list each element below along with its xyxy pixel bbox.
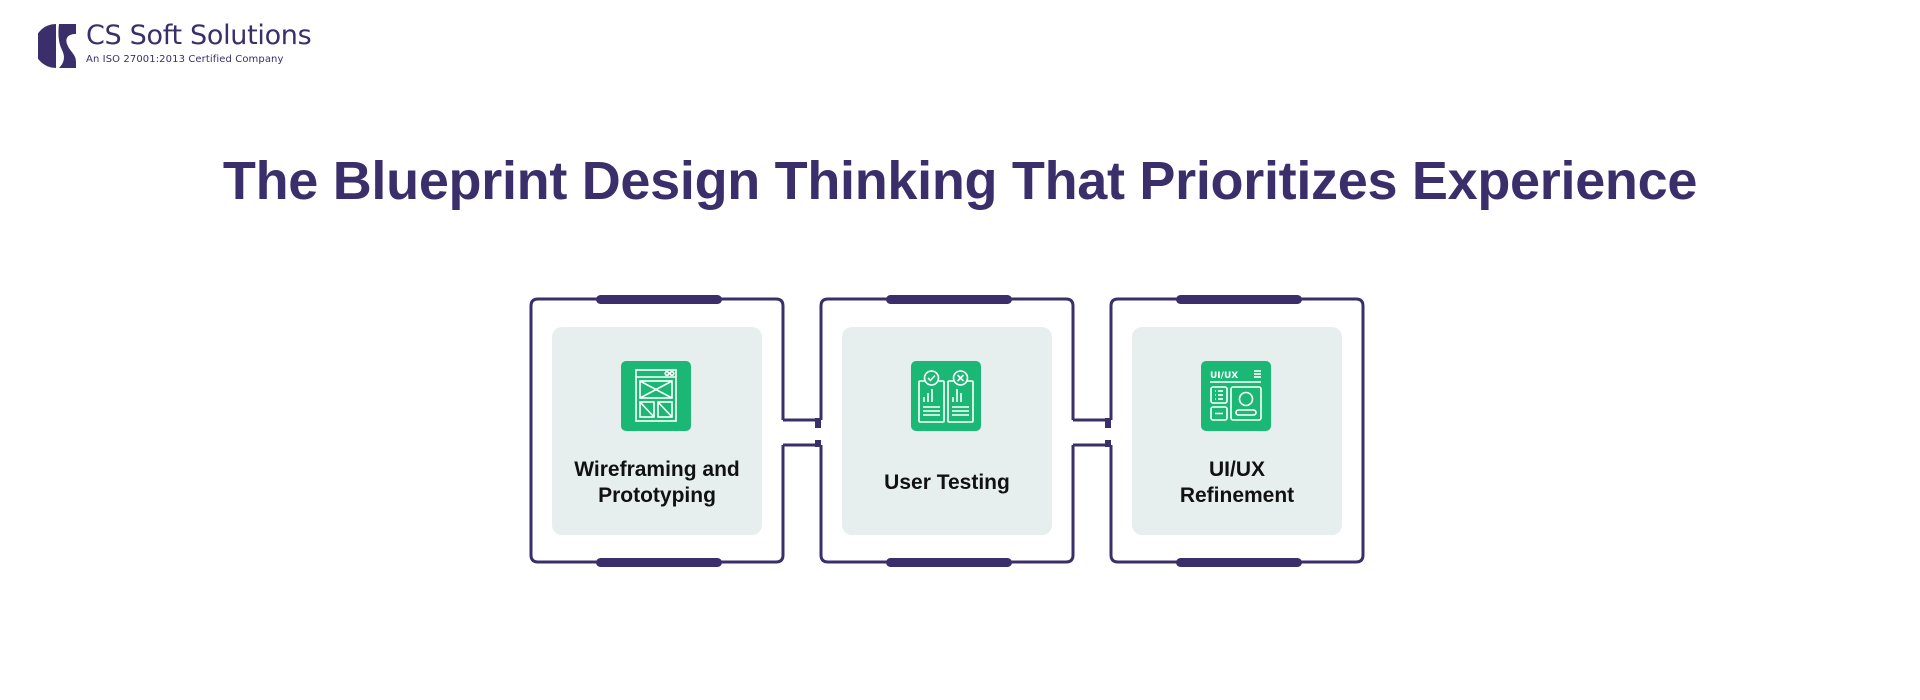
step-panel: UI/UX bbox=[1132, 327, 1342, 535]
page-title: The Blueprint Design Thinking That Prior… bbox=[222, 151, 1698, 211]
svg-text:UI/UX: UI/UX bbox=[1210, 371, 1238, 381]
wireframe-icon bbox=[635, 369, 677, 422]
step-card-wireframing[interactable]: Wireframing and Prototyping bbox=[529, 297, 786, 564]
step-icon-tile bbox=[621, 361, 691, 431]
step-icon-tile: UI/UX bbox=[1201, 361, 1271, 431]
step-label: User Testing bbox=[884, 471, 1010, 494]
company-logo[interactable]: CS Soft Solutions An ISO 27001:2013 Cert… bbox=[38, 20, 312, 72]
step-card-ui-ux-refinement[interactable]: UI/UX bbox=[1109, 297, 1366, 564]
step-panel: Wireframing and Prototyping bbox=[552, 327, 762, 535]
cs-logo-mark-icon bbox=[38, 24, 76, 68]
step-card-user-testing[interactable]: User Testing bbox=[819, 297, 1076, 564]
step-label: Wireframing and Prototyping bbox=[574, 458, 740, 507]
ui-ux-layout-icon: UI/UX bbox=[1210, 370, 1262, 421]
company-tagline: An ISO 27001:2013 Certified Company bbox=[86, 54, 284, 65]
step-label: UI/UX Refinement bbox=[1179, 458, 1295, 507]
step-panel: User Testing bbox=[842, 327, 1052, 535]
company-name: CS Soft Solutions bbox=[86, 20, 312, 51]
step-icon-tile bbox=[911, 361, 981, 431]
user-testing-report-icon bbox=[918, 370, 974, 423]
